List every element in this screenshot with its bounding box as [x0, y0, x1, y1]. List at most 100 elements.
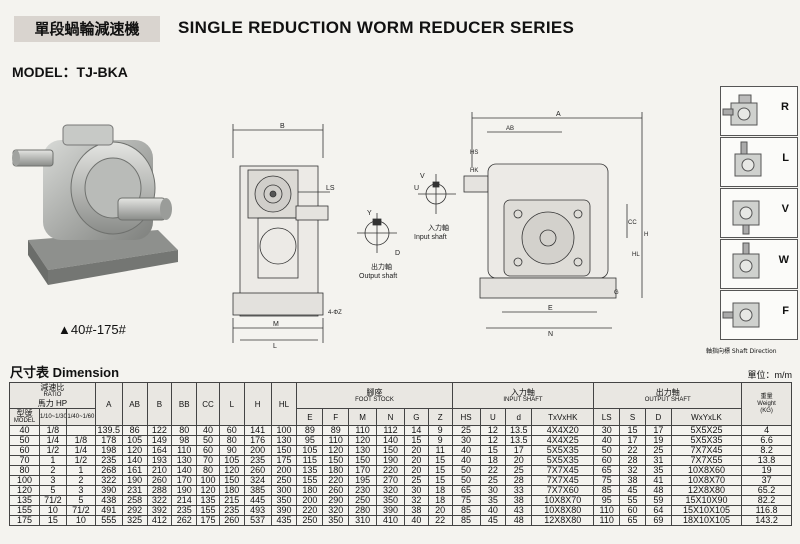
col-header-txvxhk: TxVxHK: [531, 408, 595, 426]
table-cell: 18X10X105: [670, 515, 743, 526]
table-cell: 80: [9, 465, 40, 476]
table-cell: 258: [121, 495, 148, 506]
table-cell: 105: [296, 445, 324, 456]
table-cell: 17: [505, 445, 533, 456]
table-cell: 15: [427, 475, 453, 486]
table-cell: 45: [479, 515, 507, 526]
table-cell: [65, 425, 96, 436]
table-cell: 176: [243, 435, 272, 446]
table-cell: 320: [322, 505, 350, 516]
title-english: SINGLE REDUCTION WORM REDUCER SERIES: [178, 18, 575, 37]
table-cell: 22: [427, 515, 453, 526]
table-cell: 32: [619, 465, 646, 476]
table-cell: 140: [121, 455, 148, 466]
table-cell: 59: [644, 495, 672, 506]
table-cell: 110: [593, 515, 621, 526]
table-cell: 122: [146, 425, 173, 436]
table-cell: 18: [427, 485, 453, 496]
output-label: 出力軸: [655, 387, 680, 397]
table-cell: 89: [322, 425, 350, 436]
table-cell: 198: [94, 445, 123, 456]
input-label: 入力軸: [510, 387, 535, 397]
table-cell: 1/4: [38, 435, 67, 446]
ratio-col-2-label: 1/40~1/60: [67, 413, 95, 420]
table-cell: 12X8X80: [531, 515, 595, 526]
table-cell: 15: [427, 455, 453, 466]
side-view-drawing: A AB HS HK CC H HL G E N: [463, 111, 648, 338]
table-cell: 10: [65, 515, 96, 526]
table-cell: 15X10X105: [670, 505, 743, 516]
table-cell: 85: [451, 515, 481, 526]
ratio-col-1: 1/10~1/30: [38, 408, 67, 426]
table-cell: 190: [376, 455, 405, 466]
table-cell: 89: [296, 425, 324, 436]
col-header-ls: LS: [593, 408, 621, 426]
table-cell: 322: [94, 475, 123, 486]
table-cell: 25: [644, 445, 672, 456]
table-cell: 135: [196, 495, 220, 506]
table-cell: 2: [65, 475, 96, 486]
table-cell: 19: [644, 435, 672, 446]
col-header-b: B: [146, 382, 173, 426]
table-cell: 15: [403, 435, 429, 446]
table-cell: 175: [270, 455, 298, 466]
table-cell: 110: [171, 445, 198, 456]
mounting-position-v: V: [720, 188, 798, 238]
table-cell: 230: [348, 485, 378, 496]
table-cell: 3: [38, 475, 67, 486]
table-cell: 140: [376, 435, 405, 446]
table-cell: 164: [146, 445, 173, 456]
table-cell: 28: [619, 455, 646, 466]
table-cell: 48: [644, 485, 672, 496]
table-cell: 25: [479, 475, 507, 486]
table-cell: 493: [243, 505, 272, 516]
table-cell: 390: [94, 485, 123, 496]
weight-unit: (KG): [760, 407, 773, 414]
table-cell: 15: [427, 465, 453, 476]
table-cell: 385: [243, 485, 272, 496]
output-caption-cn: 出力軸: [371, 262, 392, 271]
dimension-title: 尺寸表 Dimension: [10, 365, 120, 380]
table-cell: 28: [505, 475, 533, 486]
col-header-d: D: [644, 408, 672, 426]
table-cell: 18: [479, 455, 507, 466]
table-cell: 161: [121, 465, 148, 476]
table-cell: 155: [9, 505, 40, 516]
table-cell: 38: [619, 475, 646, 486]
dim-cc: CC: [628, 220, 637, 226]
front-view-drawing: B LS M L 4-ΦZ: [232, 123, 342, 350]
model-en: MODEL: [13, 418, 36, 424]
table-cell: 170: [348, 465, 378, 476]
table-cell: 9: [427, 425, 453, 436]
table-cell: 35: [479, 495, 507, 506]
table-cell: 100: [9, 475, 40, 486]
table-cell: 325: [121, 515, 148, 526]
table-cell: 19: [741, 465, 792, 476]
dim-az: 4-ΦZ: [328, 310, 342, 316]
dim-hs: HS: [470, 150, 478, 156]
table-cell: 60: [9, 445, 40, 456]
table-cell: 1/2: [38, 445, 67, 456]
col-header-f: F: [322, 408, 350, 426]
table-cell: 235: [243, 455, 272, 466]
mounting-position-r: R: [720, 86, 798, 136]
table-cell: 40: [479, 505, 507, 516]
table-cell: 1/8: [65, 435, 96, 446]
table-cell: 37: [741, 475, 792, 486]
table-cell: 13.5: [505, 435, 533, 446]
mounting-w-icon: [732, 242, 760, 279]
table-cell: 260: [146, 475, 173, 486]
table-cell: 6.6: [741, 435, 792, 446]
table-cell: 116.8: [741, 505, 792, 516]
table-cell: 3: [65, 485, 96, 496]
table-cell: 50: [196, 435, 220, 446]
table-cell: 25: [403, 475, 429, 486]
mounting-letter-r: R: [781, 101, 789, 113]
table-cell: 412: [146, 515, 173, 526]
